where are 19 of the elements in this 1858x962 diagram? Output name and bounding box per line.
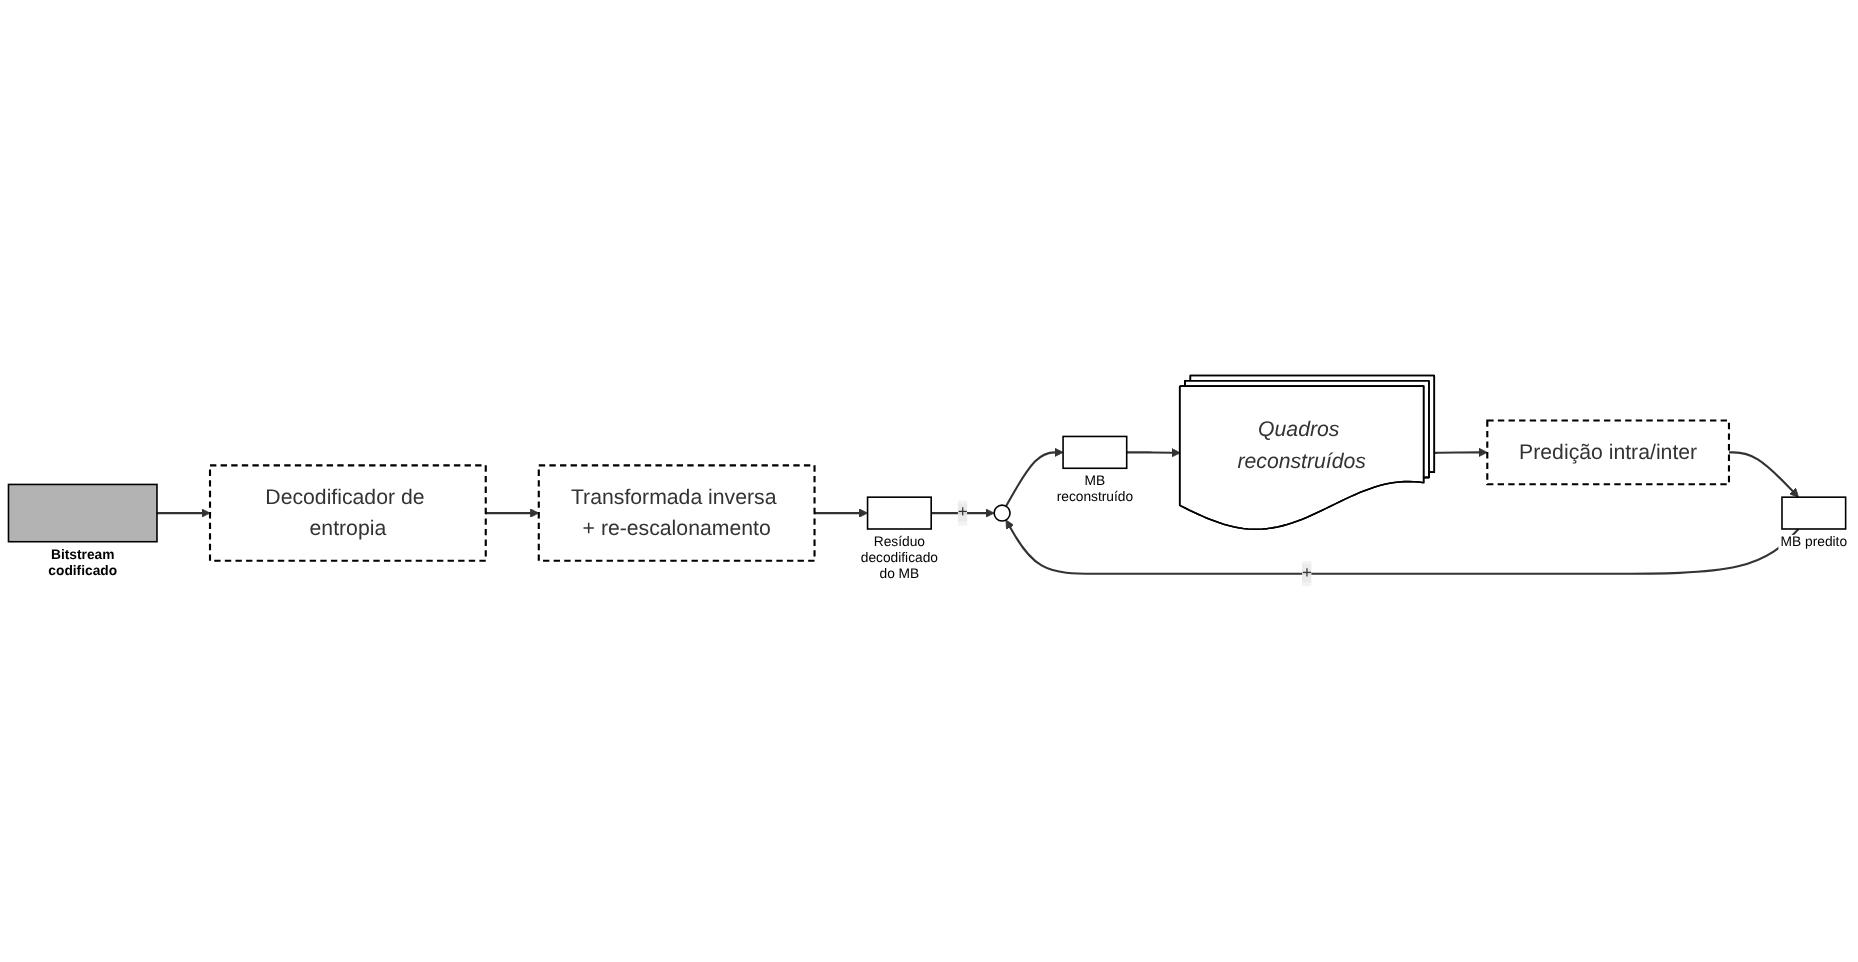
node-circle: [993, 504, 1011, 522]
arrow: [1434, 447, 1488, 458]
node-box: [1781, 496, 1847, 530]
node-box: Predição intra/inter: [1486, 419, 1731, 486]
node-box: [1062, 435, 1128, 470]
node-bar: [7, 483, 158, 543]
arrow: [1126, 448, 1181, 458]
arrow: [1005, 519, 1800, 575]
node-box: Transformada inversa + re-escalonamento: [537, 464, 816, 562]
edge-label: +: [1302, 564, 1312, 583]
edge-label: +: [957, 503, 968, 522]
arrow: [1728, 451, 1799, 498]
node-box: Decodificador de entropia: [208, 464, 487, 562]
arrow: [485, 508, 540, 518]
arrow: [814, 508, 868, 518]
arrow: [157, 508, 211, 518]
arrow: [931, 508, 995, 518]
node-box: [866, 496, 932, 530]
arrow: [1005, 447, 1064, 507]
